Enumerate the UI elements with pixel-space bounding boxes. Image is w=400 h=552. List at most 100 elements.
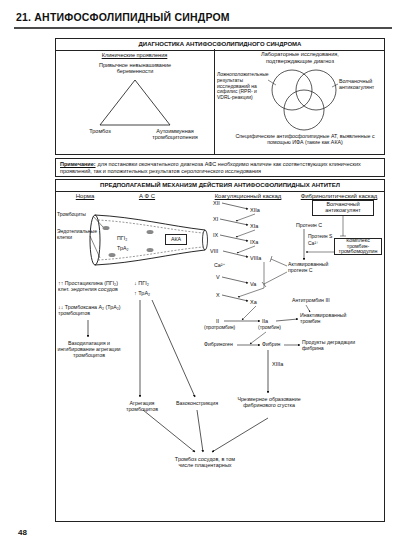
cascade-arrow: [220, 235, 248, 241]
cascade-arrow: [220, 219, 248, 225]
venn-circle: [284, 90, 324, 130]
factor-label: VIII: [210, 248, 226, 254]
cascade-arrow: [222, 277, 248, 283]
factor-label: Активированный протеин С: [288, 262, 332, 274]
ion-label: Ca²⁺: [214, 262, 230, 268]
venn-circle: [296, 70, 336, 110]
platelet: [147, 230, 154, 234]
cascade-arrow: [304, 229, 305, 260]
factor-label: (протромбин): [204, 325, 240, 331]
complex-box: Комплекс тромбин-тромбомодулин: [334, 238, 382, 255]
flow-arrow: [268, 350, 269, 393]
column-heading: А Ф С: [122, 193, 172, 200]
cascade-arrow: [222, 203, 248, 209]
factor-label: Продукты деградации фибрина: [302, 340, 360, 352]
flow-arrow: [152, 300, 195, 397]
box-text: АКА: [171, 237, 181, 243]
page-title: 21. АНТИФОСФОЛИПИДНЫЙ СИНДРОМ: [16, 11, 230, 23]
factor-label: VIIIa: [250, 255, 270, 261]
venn-label: Ложноположительные результаты исследован…: [217, 72, 269, 101]
page-number: 48: [18, 528, 38, 537]
ion-label: Ca²⁺: [308, 241, 324, 247]
leader-line: [268, 80, 276, 85]
part-label: Тромбоциты: [57, 212, 95, 218]
venn-label: Волчаночный антикоагулянт: [339, 78, 383, 90]
vessel-label: ТрА₂: [117, 245, 137, 251]
cascade-arrow: [284, 345, 300, 346]
inhibition-line: [340, 216, 346, 236]
vertex-label: Аутоиммунная тромбоцитопения: [145, 128, 205, 141]
factor-label: Антитромбин III: [292, 298, 336, 304]
platelet: [109, 253, 116, 257]
vessel-wall: [95, 250, 205, 265]
factor-label: (тромбин): [258, 325, 288, 331]
activation-line: [306, 305, 310, 312]
leader-line: [332, 84, 338, 87]
factor-label: Протеин С: [296, 222, 332, 228]
factor-label: Фибрин: [262, 342, 282, 348]
part-label: Эндотелиальные клетки: [57, 229, 93, 241]
venn-label: Специфические антифосфолипидные АТ, выяв…: [235, 133, 375, 145]
venn-circle: [272, 70, 312, 110]
inhibition-line: [262, 272, 287, 287]
box-text: Волчаночный антикоагулянт: [313, 202, 373, 214]
factor-label: IIa: [262, 318, 276, 324]
flow-arrow: [140, 300, 141, 397]
lupus-box: Волчаночный антикоагулянт: [312, 200, 374, 216]
activation-line: [306, 252, 334, 253]
factor-label: X: [216, 292, 226, 298]
note-heading: Примечание:: [60, 161, 96, 167]
flow-arrow: [197, 410, 203, 452]
panel-heading: Клинические проявления: [59, 52, 210, 59]
endothelium: [98, 247, 203, 260]
factor-label: II: [216, 318, 226, 324]
effect-text: Агрегация тромбоцитов: [116, 400, 168, 412]
effect-text: ↑ ТрА₂: [134, 290, 164, 296]
column-heading: Норма: [60, 193, 110, 200]
activation-line: [238, 262, 264, 297]
cascade-arrow: [224, 321, 260, 322]
cascade-arrow: [276, 319, 298, 321]
note-text: для постановки окончательного диагноза А…: [60, 161, 361, 174]
factor-label: XII: [213, 200, 227, 206]
factor-label: V: [216, 274, 226, 280]
cascade-arrow: [237, 345, 260, 346]
factor-label: XIa: [250, 223, 268, 229]
inhibition-line: [270, 256, 287, 266]
outcome-text: Тромбоз сосудов, в том числе плацентарны…: [168, 456, 242, 469]
leader-line: [90, 236, 100, 258]
factor-label: Xa: [250, 299, 264, 305]
effect-text: Чрезмерное образование фибринового сгуст…: [236, 396, 302, 408]
flow-arrow: [88, 320, 89, 337]
cascade-arrow: [222, 295, 248, 301]
effect-text: Вазодилатация и ингибирование агрегации …: [56, 340, 122, 358]
cascade-arrow: [223, 251, 248, 257]
vertex-label: Привычное невынашивание беременности: [95, 62, 175, 75]
vessel-end: [203, 230, 208, 250]
vessel-opening: [90, 215, 100, 265]
activation-line: [236, 230, 255, 237]
activation-line: [242, 306, 256, 320]
effect-text: ↓↓ Тромбоксана A₂ (ТрА₂) тромбоцитов: [58, 304, 122, 316]
activation-line: [236, 214, 255, 221]
factor-label: Фибриноген: [204, 342, 236, 348]
effect-text: Вазоконстрикция: [172, 400, 222, 406]
factor-label: XIIa: [250, 207, 268, 213]
flow-arrow: [212, 418, 268, 452]
activation-line: [237, 246, 255, 253]
frame-heading: ПРЕДПОЛАГАЕМЫЙ МЕХАНИЗМ ДЕЙСТВИЯ АНТИФОС…: [56, 180, 384, 192]
factor-label: XI: [213, 216, 227, 222]
aka-box: АКА: [165, 234, 187, 245]
vessel-wall: [95, 215, 205, 230]
platelet: [147, 248, 154, 252]
clinical-triangle: [100, 80, 170, 125]
endothelium: [98, 220, 203, 233]
factor-label: Va: [250, 281, 264, 287]
note-box: Примечание:для постановки окончательного…: [55, 158, 385, 177]
effect-text: ↑↑ Простациклина (ПГI₂) клет. эндотелия …: [58, 280, 122, 292]
leader-line: [93, 216, 103, 227]
frame-heading: ДИАГНОСТИКА АНТИФОСФОЛИПИДНОГО СИНДРОМА: [56, 39, 384, 51]
vertex-label: Тромбоз: [82, 128, 118, 134]
box-text: Комплекс тромбин-тромбомодулин: [335, 238, 381, 255]
